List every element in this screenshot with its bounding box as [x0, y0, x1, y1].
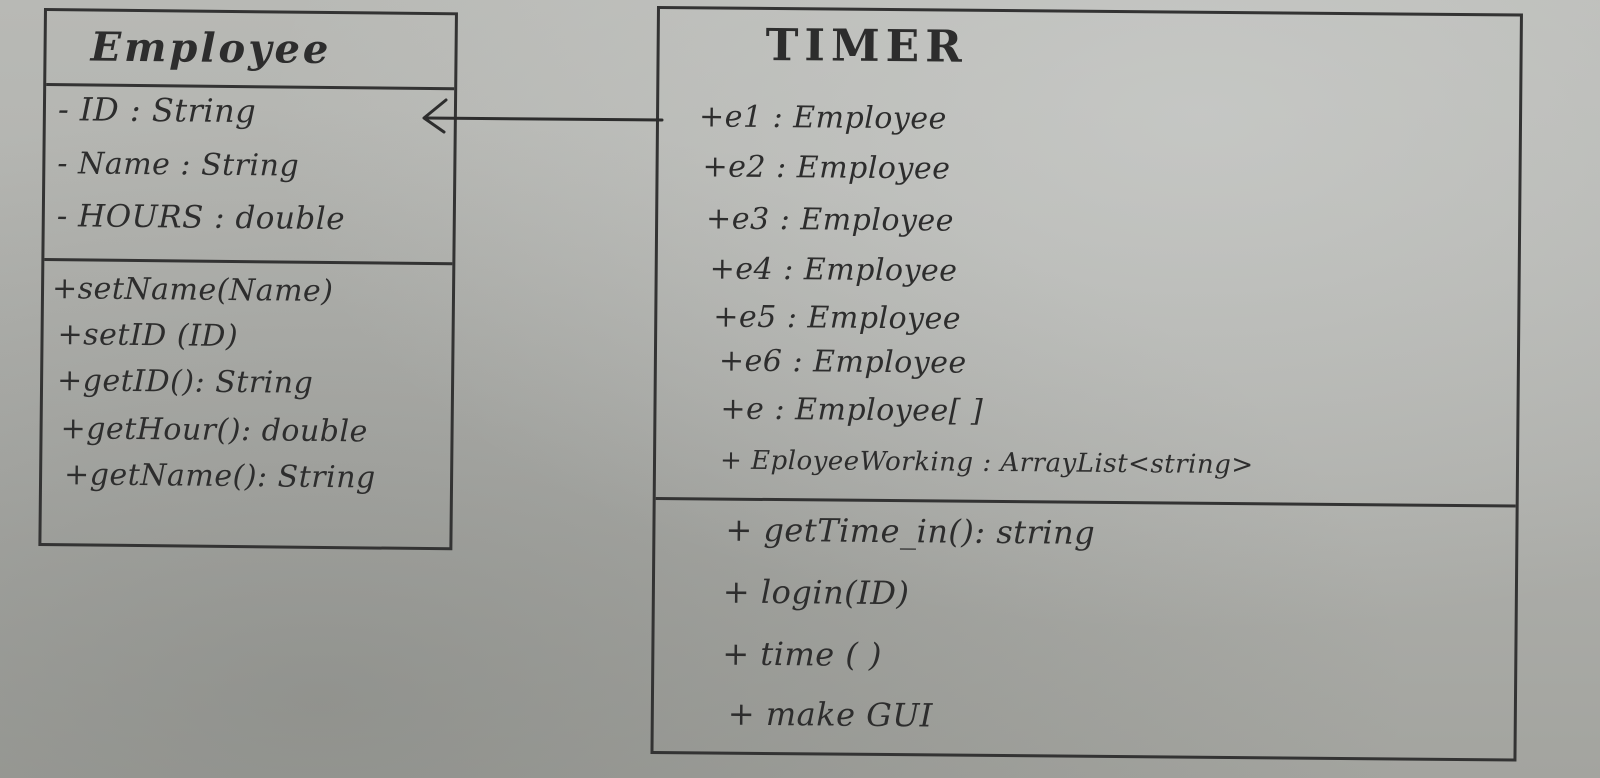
employee-operations: +setName(Name) +setID (ID) +getID(): Str…	[41, 261, 452, 545]
timer-attribute: +e1 : Employee	[698, 99, 948, 137]
timer-attribute: +e4 : Employee	[709, 251, 958, 289]
employee-attribute: - ID : String	[57, 90, 257, 131]
timer-operation: + make GUI	[727, 694, 934, 735]
timer-operation: + login(ID)	[722, 572, 910, 613]
timer-operation: + getTime_in(): string	[725, 510, 1096, 552]
timer-attribute: +e3 : Employee	[705, 201, 955, 239]
employee-operation: +setName(Name)	[51, 271, 334, 310]
timer-class-name: TIMER	[765, 19, 969, 73]
timer-class-box: TIMER +e1 : Employee +e2 : Employee +e3 …	[650, 6, 1523, 762]
timer-attribute: +e2 : Employee	[702, 149, 951, 187]
employee-class-box: Employee - ID : String - Name : String -…	[38, 8, 458, 551]
employee-attribute: - Name : String	[57, 146, 300, 184]
employee-operation: +getName(): String	[63, 457, 376, 496]
employee-class-name: Employee	[90, 23, 332, 74]
timer-attributes: +e1 : Employee +e2 : Employee +e3 : Empl…	[656, 89, 1519, 496]
timer-operations: + getTime_in(): string + login(ID) + tim…	[654, 500, 1516, 757]
employee-attributes: - ID : String - Name : String - HOURS : …	[44, 86, 454, 262]
timer-operation: + time ( )	[722, 634, 883, 674]
employee-attribute: - HOURS : double	[56, 198, 346, 238]
timer-attribute: + EployeeWorking : ArrayList<string>	[719, 445, 1254, 481]
employee-operation: +setID (ID)	[57, 317, 239, 355]
timer-attribute: +e6 : Employee	[718, 343, 967, 381]
timer-attribute: +e : Employee[ ]	[720, 391, 984, 429]
employee-operation: +getHour(): double	[60, 411, 368, 450]
employee-operation: +getID(): String	[56, 363, 314, 401]
timer-attribute: +e5 : Employee	[713, 299, 962, 337]
